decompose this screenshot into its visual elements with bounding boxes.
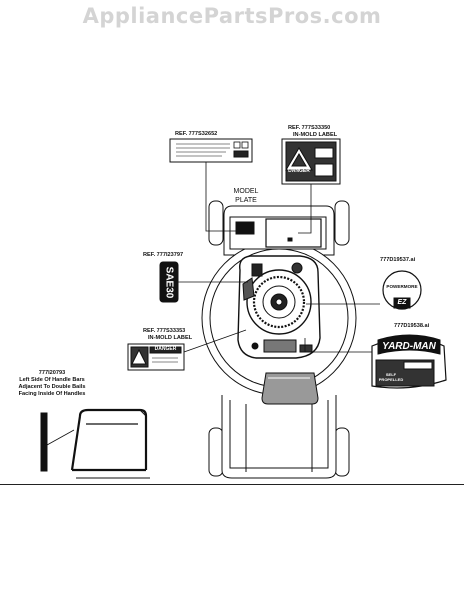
callout-ref-powermore: 777D19537.ai <box>380 257 416 263</box>
callout-ref-sae: REF. 777I23797 <box>143 252 184 258</box>
callout-ref-top: REF. 777S32652 <box>175 131 218 137</box>
selfprop-text: SELF PROPELLED <box>378 372 404 382</box>
powermore-text: POWERMORE <box>386 284 418 289</box>
yardman-text: YARD-MAN <box>382 341 436 352</box>
model-plate-label-2: PLATE <box>235 197 257 204</box>
handle-instr-1: Left Side Of Handle Bars <box>19 377 85 383</box>
callout-ref-right-top: REF. 777S33350 <box>288 125 331 131</box>
danger-top-text: DANGER <box>288 168 310 174</box>
yardman-badge <box>371 334 447 389</box>
decal-top <box>169 138 253 163</box>
watermark: AppliancePartsPros.com <box>82 4 382 28</box>
ez-text: EZ <box>397 299 407 306</box>
sae30-text: SAE30 <box>163 266 175 298</box>
engine <box>237 255 321 359</box>
decal-right-top <box>281 138 341 185</box>
bottom-divider <box>0 484 464 485</box>
handle-ref: 777I20793 <box>38 370 66 376</box>
powermore-logo <box>382 270 422 310</box>
callout-ref-right-top-sub: IN-MOLD LABEL <box>293 132 338 138</box>
rear-bag <box>261 372 319 405</box>
model-plate-label-1: MODEL <box>233 188 259 195</box>
callout-ref-yardman: 777D19538.ai <box>394 323 430 329</box>
handle-bars <box>40 408 150 479</box>
callout-ref-bottom: REF. 777S33353 <box>143 328 186 334</box>
sae30-text-box: SAE30 <box>160 262 178 302</box>
leader-lines <box>178 162 380 353</box>
decal-danger <box>127 343 185 371</box>
danger-text: DANGER <box>154 346 177 352</box>
model-plate-panel <box>229 216 327 250</box>
handle-instr-2: Adjacent To Double Bails <box>18 384 86 390</box>
handle-instr-3: Facing Inside Of Handles <box>18 391 86 397</box>
callout-ref-bottom-sub: IN-MOLD LABEL <box>148 335 193 341</box>
